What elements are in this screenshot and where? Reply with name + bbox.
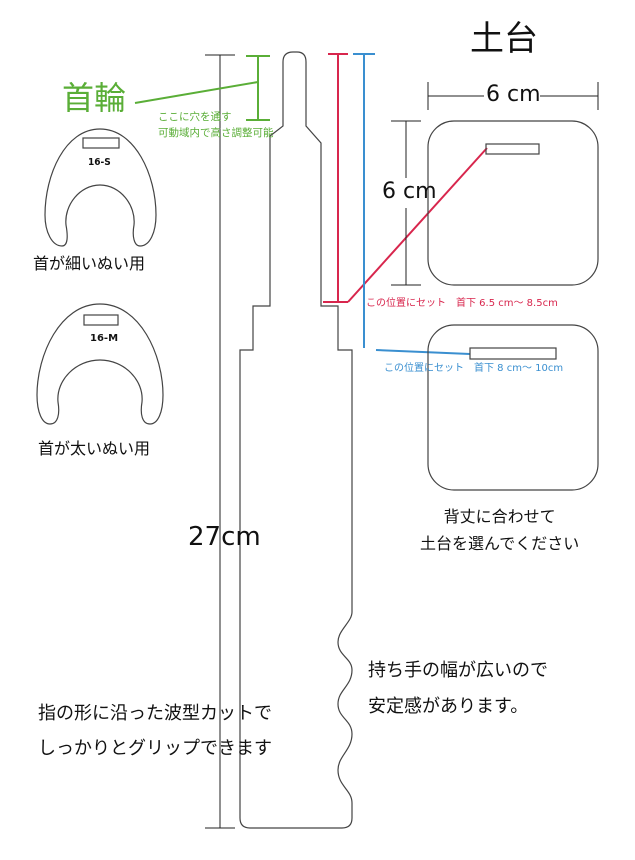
blue-pointer-line <box>375 349 471 355</box>
choose-base-caption: 背丈に合わせて 土台を選んでください <box>420 507 580 553</box>
red-pointer-line <box>347 147 488 303</box>
collar-leader-line <box>134 81 259 104</box>
collar-small-slot <box>82 137 120 149</box>
collar-small-outline <box>44 128 157 247</box>
grip-caption: 指の形に沿った波型カットで しっかりとグリップできます <box>38 703 272 759</box>
blue-position-label: この位置にセット 首下 8 cm〜 10cm <box>384 363 564 374</box>
base-title: 土台 <box>470 19 538 59</box>
collar-medium-tag: 16-M <box>90 333 119 344</box>
collar-medium-slot <box>83 314 119 326</box>
length-label: 27cm <box>188 522 261 552</box>
red-position-label: この位置にセット 首下 6.5 cm〜 8.5cm <box>366 298 558 309</box>
collar-medium-caption: 首が太いぬい用 <box>38 439 151 458</box>
base-height-label: 6 cm <box>382 179 437 204</box>
base-slot-bottom <box>469 347 557 360</box>
base-slot-top <box>485 143 540 155</box>
collar-small-tag: 16-S <box>88 157 111 168</box>
base-square-top <box>427 120 599 286</box>
collar-note: ここに穴を通す 可動域内で高さ調整可能 <box>158 111 274 139</box>
handle-caption: 持ち手の幅が広いので 安定感があります。 <box>368 660 548 717</box>
collar-small-caption: 首が細いぬい用 <box>33 254 146 273</box>
stand-outline <box>239 51 353 829</box>
collar-medium-outline <box>36 303 164 425</box>
base-square-bottom <box>427 324 599 491</box>
collar-title: 首輪 <box>62 79 127 117</box>
base-width-label: 6 cm <box>486 82 541 107</box>
